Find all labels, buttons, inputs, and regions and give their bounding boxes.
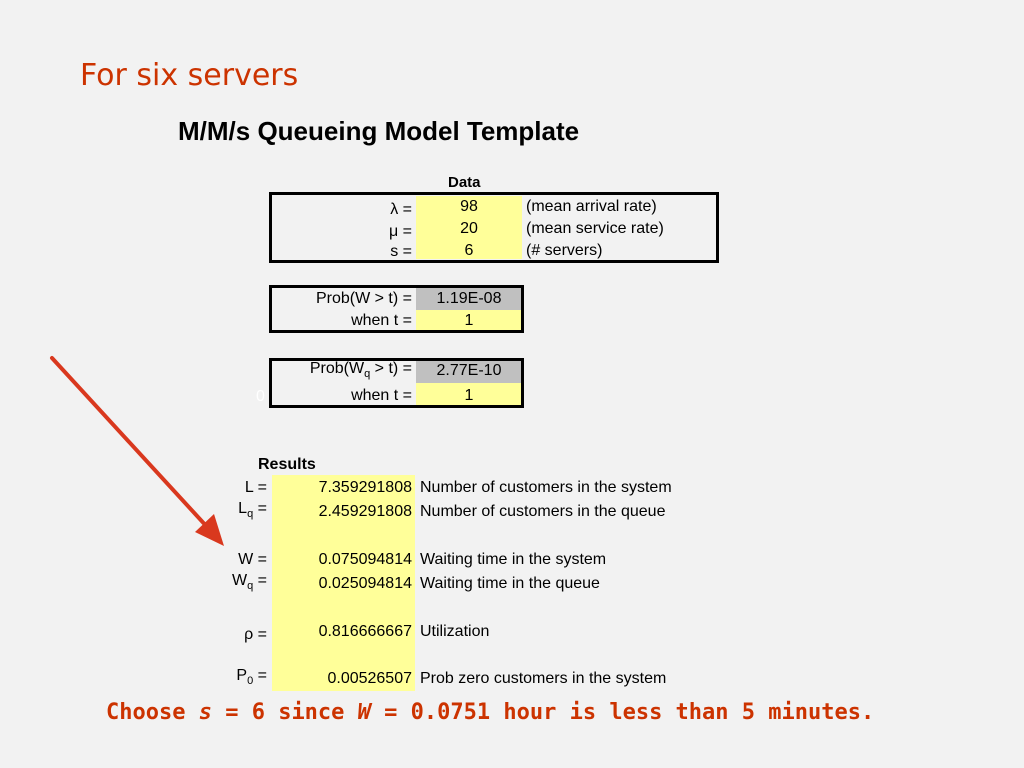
prob-wq-t-label: when t = [351, 387, 412, 404]
data-header: Data [448, 174, 481, 191]
lambda-label: λ = [390, 201, 412, 218]
prob-w-output-cell [416, 288, 522, 310]
l-desc: Number of customers in the system [420, 479, 672, 496]
w-desc: Waiting time in the system [420, 551, 607, 568]
prob-wq-value: 2.77E-10 [436, 362, 502, 379]
wq-value: 0.025094814 [318, 575, 412, 592]
prob-wq-frame [269, 358, 524, 408]
prob-w-t-value[interactable]: 1 [464, 312, 474, 329]
results-output-column [272, 475, 415, 691]
lq-value: 2.459291808 [318, 503, 412, 520]
prob-wq-t-value[interactable]: 1 [464, 387, 474, 404]
prob-w-t-label: when t = [351, 312, 412, 329]
prob-w-value: 1.19E-08 [436, 290, 502, 307]
lambda-value[interactable]: 98 [460, 198, 478, 215]
prob-w-label: Prob(W > t) = [315, 290, 412, 307]
servers-desc: (# servers) [526, 242, 603, 259]
servers-value[interactable]: 6 [464, 242, 474, 259]
data-input-cells [416, 196, 522, 259]
prob-w-t-cell [416, 310, 522, 330]
stray-zero: 0 [256, 388, 265, 405]
prob-w-frame [269, 285, 524, 333]
lq-desc: Number of customers in the queue [420, 503, 666, 520]
conclusion-text: Choose s = 6 since W = 0.0751 hour is le… [106, 700, 875, 725]
wq-desc: Waiting time in the queue [420, 575, 600, 592]
l-value: 7.359291808 [318, 479, 412, 496]
data-table-frame [269, 192, 719, 263]
rho-value: 0.816666667 [318, 623, 412, 640]
p0-desc: Prob zero customers in the system [420, 670, 667, 687]
template-title: M/M/s Queueing Model Template [178, 116, 580, 146]
l-label: L = [244, 479, 267, 496]
mu-value[interactable]: 20 [460, 220, 478, 237]
slide-heading: For six servers [80, 58, 299, 93]
prob-wq-output-cell [416, 361, 522, 383]
p0-label: P0 = [236, 667, 267, 688]
wq-label: Wq = [231, 572, 267, 593]
w-value: 0.075094814 [318, 551, 412, 568]
mu-label: μ = [388, 223, 412, 240]
results-header: Results [258, 456, 316, 473]
servers-label: s = [390, 243, 412, 260]
p0-value: 0.00526507 [327, 670, 412, 687]
rho-desc: Utilization [420, 623, 490, 640]
prob-wq-label: Prob(Wq > t) = [309, 360, 412, 381]
lq-label: Lq = [238, 500, 267, 521]
mu-desc: (mean service rate) [526, 220, 664, 237]
w-label: W = [238, 551, 267, 568]
prob-wq-t-cell [416, 383, 522, 405]
lambda-desc: (mean arrival rate) [526, 198, 657, 215]
rho-label: ρ = [244, 626, 267, 643]
